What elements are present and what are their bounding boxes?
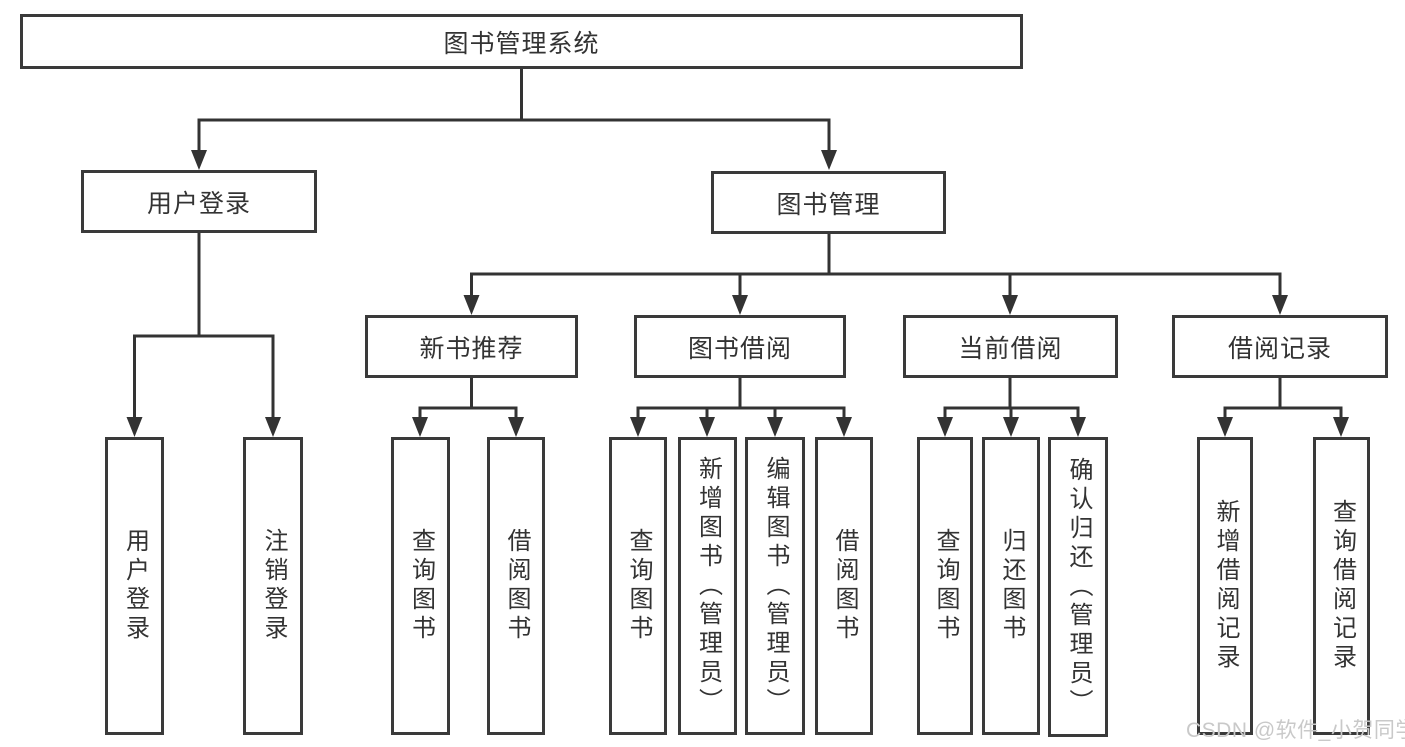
leaf-query-book-3: 查询图书 (917, 437, 973, 735)
leaf-query-borrow-record: 查询借阅记录 (1313, 437, 1370, 735)
leaf-add-book-admin: 新增图书（管理员） (678, 437, 737, 735)
node-borrow-record: 借阅记录 (1172, 315, 1388, 378)
node-current-borrow: 当前借阅 (903, 315, 1118, 378)
leaf-borrow-book-1: 借阅图书 (487, 437, 545, 735)
leaf-borrow-book-2: 借阅图书 (815, 437, 873, 735)
node-user-login: 用户登录 (81, 170, 317, 233)
connector-path (133, 69, 1343, 421)
leaf-user-login: 用户登录 (105, 437, 164, 735)
node-book-management: 图书管理 (711, 171, 946, 234)
leaf-confirm-return-admin: 确认归还（管理员） (1048, 437, 1108, 737)
leaf-query-book-2: 查询图书 (609, 437, 667, 735)
leaf-add-borrow-record: 新增借阅记录 (1197, 437, 1253, 735)
leaf-logout: 注销登录 (243, 437, 303, 735)
leaf-edit-book-admin: 编辑图书（管理员） (745, 437, 805, 735)
leaf-return-book: 归还图书 (982, 437, 1040, 735)
node-library-management-system: 图书管理系统 (20, 14, 1023, 69)
leaf-query-book-1: 查询图书 (391, 437, 450, 735)
csdn-watermark: CSDN @软件_小贺同学 (1186, 719, 1405, 742)
node-new-book-recommend: 新书推荐 (365, 315, 578, 378)
node-book-borrow: 图书借阅 (634, 315, 846, 378)
